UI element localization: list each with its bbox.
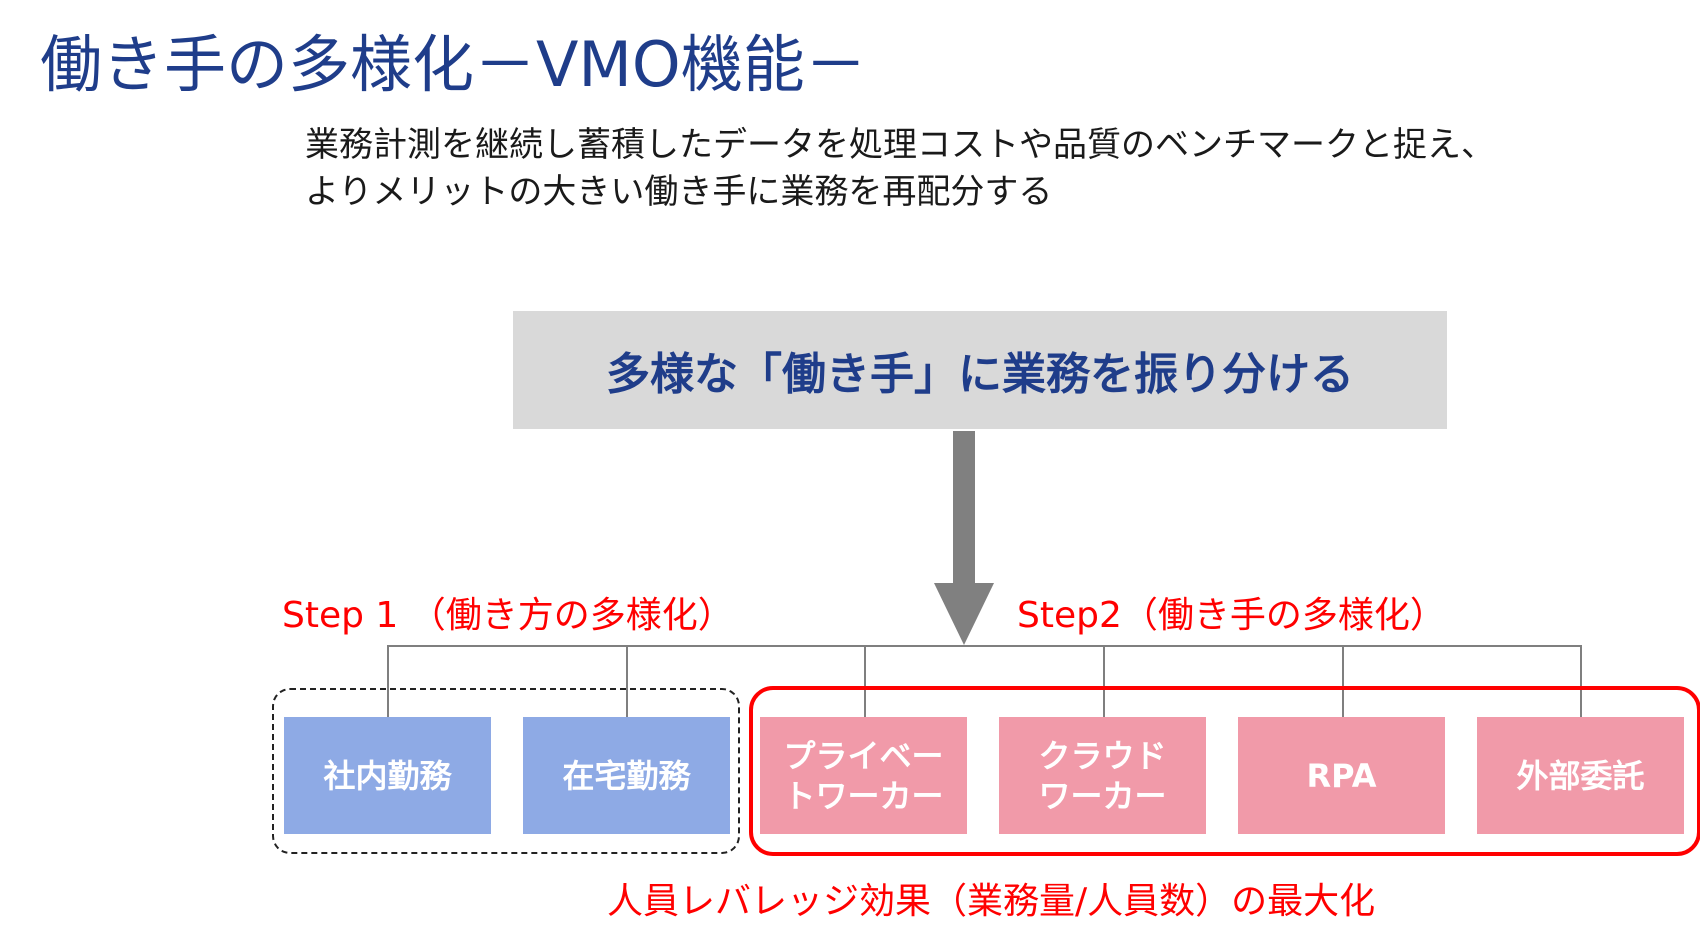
slide-subtitle: 業務計測を継続し蓄積したデータを処理コストや品質のベンチマークと捉え、 よりメリ… [305,122,1495,216]
connector-line-node-3 [864,645,866,718]
node-office-work: 社内勤務 [284,717,491,834]
connector-horizontal-line [388,645,1582,647]
hero-text: 多様な「働き手」に業務を振り分ける [606,349,1354,400]
subtitle-line-2: よりメリットの大きい働き手に業務を再配分する [305,172,1053,212]
slide-title: 働き手の多様化－VMO機能－ [40,28,867,101]
connector-line-node-2 [626,645,628,718]
node-crowd-worker: クラウド ワーカー [999,717,1206,834]
node-label: 外部委託 [1516,756,1645,795]
step2-group-outline [749,686,1700,856]
node-outsourcing: 外部委託 [1477,717,1684,834]
footer-caption: 人員レバレッジ効果（業務量/人員数）の最大化 [607,881,1376,922]
node-rpa: RPA [1238,717,1445,834]
step2-label: Step2（働き手の多様化） [1017,595,1446,636]
node-label: 在宅勤務 [562,756,691,795]
down-arrow-icon [934,583,994,645]
down-arrow-shaft [953,431,975,585]
subtitle-line-1: 業務計測を継続し蓄積したデータを処理コストや品質のベンチマークと捉え、 [305,125,1495,165]
node-private-worker: プライベー トワーカー [760,717,967,834]
step1-group-outline [272,688,740,854]
hero-box: 多様な「働き手」に業務を振り分ける [513,311,1447,429]
connector-line-node-6 [1580,645,1582,718]
connector-line-node-4 [1103,645,1105,718]
step1-label: Step 1 （働き方の多様化） [282,595,734,636]
node-label: プライベー トワーカー [783,736,944,815]
node-label: クラウド ワーカー [1038,736,1167,815]
connector-line-node-5 [1342,645,1344,718]
node-remote-work: 在宅勤務 [523,717,730,834]
connector-line-node-1 [387,645,389,718]
node-label: 社内勤務 [323,756,452,795]
node-label: RPA [1306,756,1377,795]
